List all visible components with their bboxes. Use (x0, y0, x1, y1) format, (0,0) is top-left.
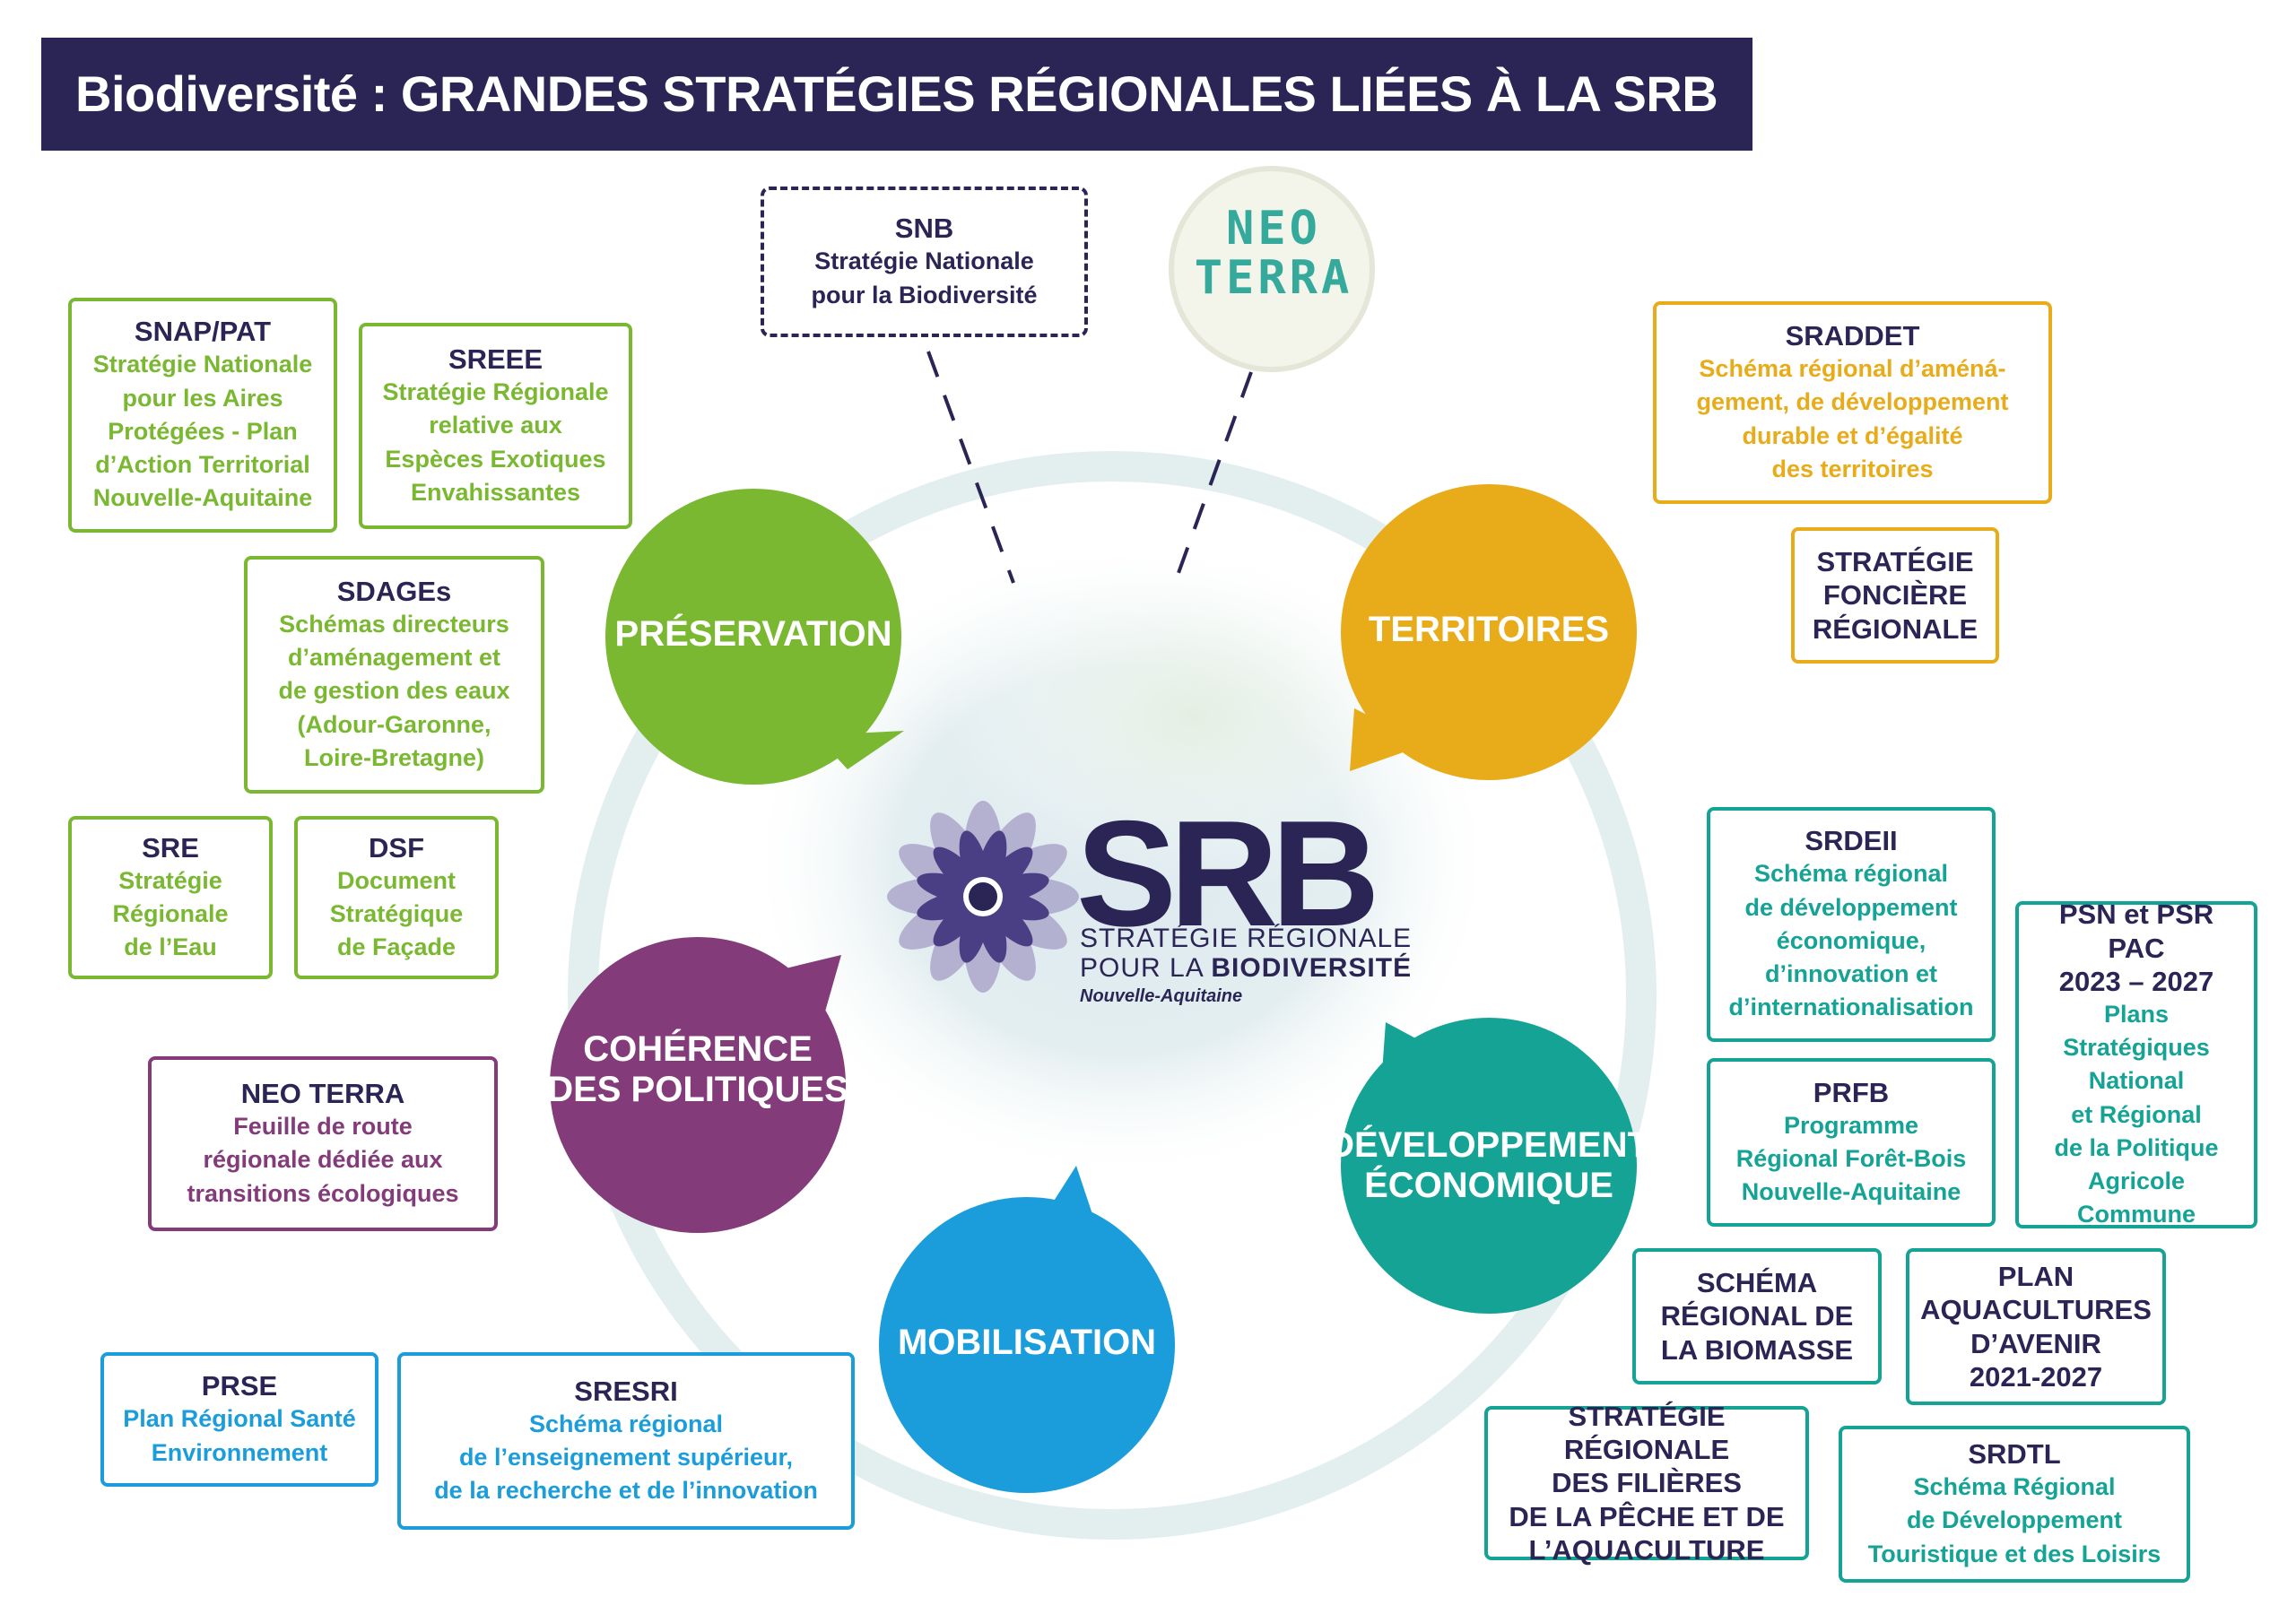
box-dsf: DSF Document Stratégique de Façade (294, 816, 499, 979)
developpement-bubble (1341, 1018, 1637, 1314)
bubble-coherence-label: COHÉRENCE DES POLITIQUES (547, 1029, 848, 1109)
box-sdages: SDAGEs Schémas directeurs d’aménagement … (244, 556, 544, 794)
preservation-bubble (605, 489, 904, 785)
box-schema-biomasse: SCHÉMA RÉGIONAL DE LA BIOMASSE (1632, 1248, 1882, 1384)
box-snb: SNB Stratégie Nationale pour la Biodiver… (761, 187, 1088, 337)
bubble-developpement-label: DÉVELOPPEMENT ÉCONOMIQUE (1328, 1125, 1649, 1205)
srb-acronym: SRB (1076, 789, 1380, 958)
coherence-bubble (550, 937, 846, 1233)
bubble-mobilisation-label: MOBILISATION (897, 1323, 1157, 1362)
title-bar: Biodiversité : GRANDES STRATÉGIES RÉGION… (41, 38, 1752, 151)
neoterra-logo-circle (1169, 166, 1375, 372)
box-plan-aquacultures: PLAN AQUACULTURES D’AVENIR 2021-2027 (1906, 1248, 2166, 1405)
box-strategie-fonciere: STRATÉGIE FONCIÈRE RÉGIONALE (1791, 527, 1999, 664)
srb-subtitle-line1: STRATÉGIE RÉGIONALE (1080, 924, 1413, 953)
territoires-bubble (1341, 484, 1637, 780)
box-sreee: SREEE Stratégie Régionale relative aux E… (359, 323, 632, 529)
srb-region: Nouvelle-Aquitaine (1080, 986, 1243, 1006)
srb-flower-icon (887, 801, 1079, 993)
neoterra-connector (1173, 371, 1253, 584)
box-srdtl: SRDTL Schéma Régional de Développement T… (1839, 1426, 2190, 1583)
mobilisation-bubble (879, 1166, 1175, 1493)
box-srdeii: SRDEII Schéma régional de développement … (1707, 807, 1996, 1042)
box-neo-terra: NEO TERRA Feuille de route régionale déd… (148, 1056, 498, 1231)
bubble-preservation-label: PRÉSERVATION (614, 614, 892, 654)
page-title: Biodiversité : GRANDES STRATÉGIES RÉGION… (75, 65, 1718, 122)
srb-subtitle-line2: POUR LA BIODIVERSITÉ (1080, 953, 1413, 983)
box-sresri: SRESRI Schéma régional de l’enseignement… (397, 1352, 855, 1530)
neoterra-logo: NEO TERRA (1194, 202, 1353, 305)
box-strategie-peche: STRATÉGIE RÉGIONALE DES FILIÈRES DE LA P… (1484, 1401, 1809, 1566)
box-sraddet: SRADDET Schéma régional d’améná- gement,… (1653, 301, 2052, 504)
box-snap-pat: SNAP/PAT Stratégie Nationale pour les Ai… (68, 298, 337, 533)
bubble-territoires-label: TERRITOIRES (1368, 610, 1610, 649)
box-prse: PRSE Plan Régional Santé Environnement (100, 1352, 378, 1487)
box-sre: SRE Stratégie Régionale de l’Eau (68, 816, 273, 979)
box-prfb: PRFB Programme Régional Forêt-Bois Nouve… (1707, 1058, 1996, 1227)
snb-connector (926, 351, 1015, 584)
watercolor-wash-green (942, 538, 1444, 897)
box-psn-psr: PSN et PSR PAC 2023 – 2027 Plans Stratég… (2015, 898, 2257, 1228)
